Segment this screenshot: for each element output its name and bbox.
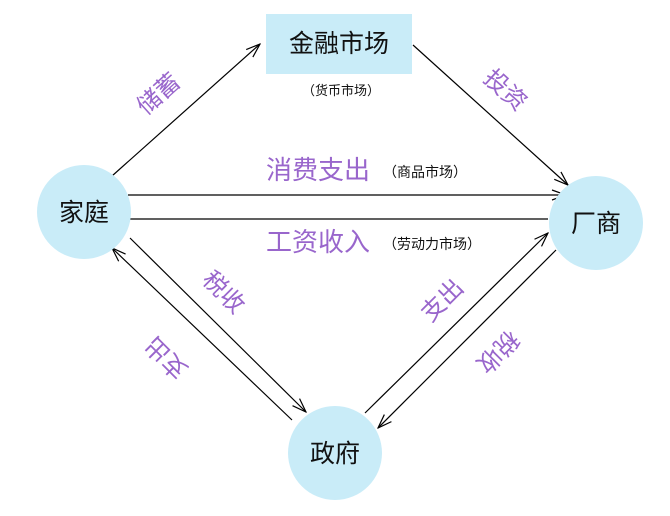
household-transfer-arrow — [112, 248, 293, 421]
firm-tax-arrow — [378, 249, 557, 428]
firm-tax-label: 税收 — [471, 325, 525, 379]
firm-node — [549, 176, 643, 270]
investment-arrow — [412, 44, 568, 185]
savings-arrow — [111, 44, 260, 177]
household-transfer-label: 支出 — [139, 331, 193, 385]
consumption-note: （商品市场） — [383, 164, 467, 181]
savings-label: 储蓄 — [131, 68, 185, 121]
government-label: 政府 — [310, 439, 360, 468]
household-tax-arrow — [129, 237, 306, 412]
firm-spending-arrow — [364, 233, 548, 414]
wages-label: 工资收入 — [266, 228, 370, 258]
household-node — [37, 165, 131, 259]
household-tax-label: 税收 — [197, 265, 251, 319]
firm-label: 厂商 — [571, 209, 621, 238]
financial-market-note: （货币市场） — [302, 83, 380, 99]
investment-label: 投资 — [478, 64, 532, 117]
financial-market-label: 金融市场 — [289, 29, 389, 58]
financial-market-box — [266, 14, 412, 74]
consumption-label: 消费支出 — [266, 156, 370, 186]
government-node — [288, 406, 382, 500]
household-label: 家庭 — [59, 198, 109, 227]
wages-note: （劳动力市场） — [383, 236, 481, 253]
